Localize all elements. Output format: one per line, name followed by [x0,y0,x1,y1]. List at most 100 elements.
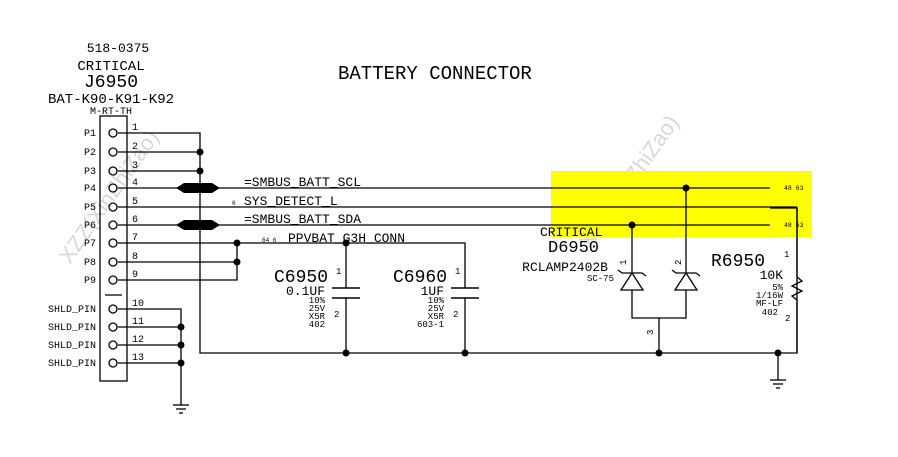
pin-circle-icon [108,322,118,332]
pin-label: P2 [84,148,96,159]
pin-circle-icon [108,358,118,368]
pin-label: SHLD_PIN [48,359,96,370]
pin-number: 7 [132,233,138,244]
diode-critical: CRITICAL [540,225,602,240]
connector-pin: P7 7 [84,233,138,250]
resistor-power: 1/16W [756,291,784,301]
resistor-pin2: 2 [785,314,790,324]
c6960-volt: 25V [428,304,445,314]
c6950-pin1: 1 [336,267,341,277]
resistor-refdes: R6950 [711,252,765,272]
pin-circle-icon [108,275,118,285]
pin-number: 4 [132,178,138,189]
c6960-value: 1UF [421,284,444,299]
pin-label: SHLD_PIN [48,341,96,352]
c6950-pkg: 402 [309,320,325,330]
pin-number: 3 [132,161,138,172]
pin-label: SHLD_PIN [48,323,96,334]
pin-circle-icon [108,238,118,248]
diode-pin3: 3 [646,330,656,335]
pin-circle-icon [108,220,118,230]
connector-pin: SHLD_PIN 10 [48,299,144,316]
connector-critical: CRITICAL [77,59,144,75]
connector-pin: P5 5 [84,197,138,214]
net-pages-ppvbat: 64 6 [262,237,277,244]
net-label-scl: =SMBUS_BATT_SCL [244,175,361,190]
resistor-symbol [790,276,804,301]
pin-circle-icon [108,166,118,176]
pin-number: 1 [132,123,138,134]
pin-number: 11 [132,317,144,328]
connector-pin: P88 [84,252,138,269]
net-refs-scl: 48 63 [784,185,804,192]
connector-part-number: 518-0375 [87,41,149,56]
diode-refdes: D6950 [548,239,599,258]
connector-pin: SHLD_PIN 12 [48,335,144,352]
wire-pin9 [118,243,238,281]
pin-label: P9 [84,276,96,287]
c6950-tol: 10% [309,296,326,306]
connector-pin: P4 4 [84,178,138,195]
pin-circle-icon [108,202,118,212]
wire-shld [118,308,182,405]
pin-label: P7 [84,239,96,250]
c6960-pkg: 603-1 [417,320,444,330]
net-page-sys-detect: 6 [232,200,236,207]
pin-circle-icon [108,183,118,193]
pin-circle-icon [108,257,118,267]
arrow-sda [176,220,220,230]
pin-number: 5 [132,197,138,208]
c6960-pin1: 1 [455,267,460,277]
ground-symbols [173,379,786,414]
net-highlight [551,171,812,237]
c6950-refdes: C6950 [274,268,328,288]
pin-label: SHLD_PIN [48,305,96,316]
wire-d-common [631,290,687,319]
connector-refdes: J6950 [84,73,138,93]
bidir-arrows [176,183,220,230]
c6960-pin2: 2 [453,310,458,320]
net-label-sda: =SMBUS_BATT_SDA [244,212,361,227]
pin-label: P6 [84,221,96,232]
pin-circle-icon [108,340,118,350]
connector-pin: P3 3 [84,161,138,178]
connector-pin: P2 2 [84,142,138,159]
pin-number: 10 [132,299,144,310]
capacitor-symbols [332,287,479,299]
connector-pin: P9 9 [84,270,138,287]
junctions [177,148,782,367]
pin-circle-icon [108,147,118,157]
pin-number: 2 [132,142,138,153]
pin-label: P8 [84,258,96,269]
pin-circle-icon [108,128,118,138]
resistor-type: MF-LF [756,299,783,309]
diode-pkg: SC-75 [587,274,614,284]
c6960-tol: 10% [428,296,445,306]
net-refs-sda: 48 63 [784,222,804,229]
connector-pins: P11P22P33P44P55P66P77P88P99SHLD_PIN10SHL… [48,123,144,370]
connector-footprint: M-RT-TH [90,107,132,118]
pin-number: 9 [132,270,138,281]
resistor-tol: 5% [772,283,783,293]
pin-number: 6 [132,215,138,226]
connector-body [99,115,128,382]
diode-pin1: 1 [619,260,629,265]
page-title: BATTERY CONNECTOR [338,63,532,85]
connector-pin: P6 6 [84,215,138,232]
pin-circle-icon [108,304,118,314]
resistor-pkg: 402 [762,308,778,318]
pin-number: 13 [132,353,144,364]
resistor-value: 10K [760,268,784,283]
pin-number: 12 [132,335,144,346]
diode-symbols [617,269,701,291]
pin-label: P3 [84,167,96,178]
c6960-refdes: C6960 [393,268,447,288]
diode-pin2: 2 [674,260,684,265]
pin-label: P5 [84,203,96,214]
wire-gnd-bus [118,132,798,354]
c6950-dielectric: X5R [309,312,326,322]
net-label-sys-detect: SYS_DETECT_L [244,194,338,209]
connector-pin: SHLD_PIN 11 [48,317,144,334]
pin-label: P4 [84,184,96,195]
